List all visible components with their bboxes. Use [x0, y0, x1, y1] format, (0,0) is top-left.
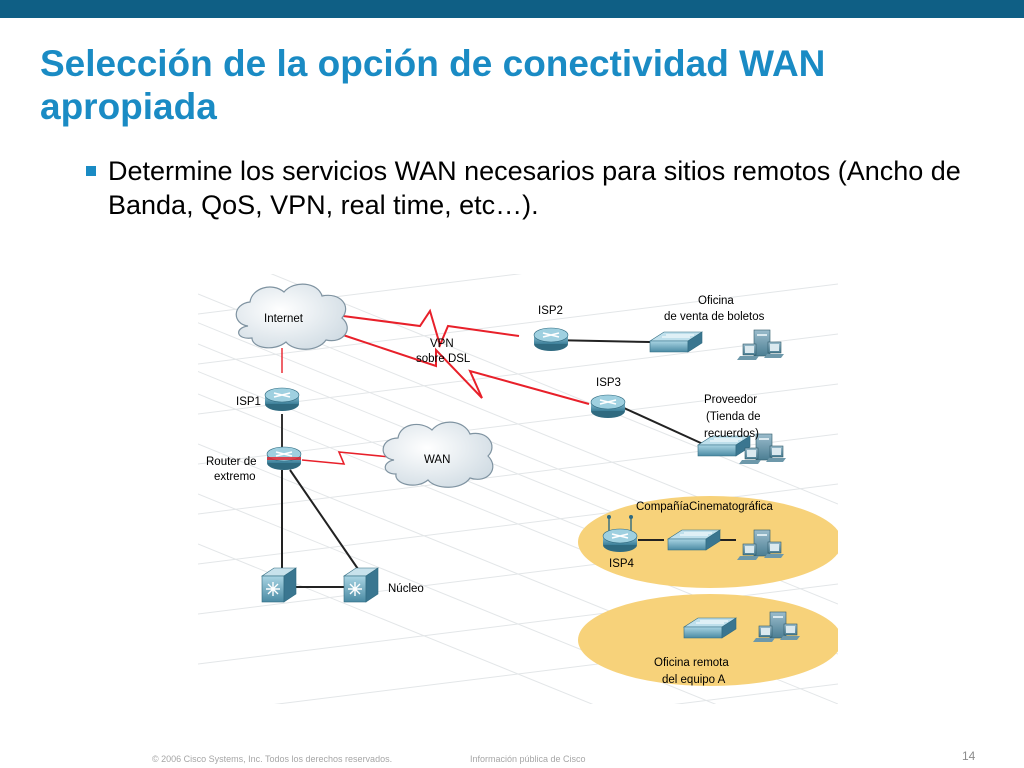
bullet-text: Determine los servicios WAN necesarios p…	[108, 156, 961, 220]
edge-router-icon	[266, 446, 302, 471]
remote-office-label-2: del equipo A	[662, 674, 726, 686]
isp4-router-icon	[602, 515, 638, 553]
ticket-office-switch-icon	[649, 331, 703, 353]
internet-label: Internet	[264, 313, 304, 325]
vpn-dsl-label: sobre DSL	[416, 353, 471, 365]
isp1-label: ISP1	[236, 396, 261, 408]
isp2-router-icon	[533, 327, 569, 352]
remote-office-highlight	[578, 594, 838, 686]
network-diagram: Internet WAN VPN sobre DSL ISP1 Router d…	[198, 274, 838, 704]
supplier-label-2: (Tienda de	[706, 411, 761, 423]
link-internet-isp2	[342, 308, 520, 348]
network-links	[281, 308, 736, 588]
edge-router-label: Router de	[206, 456, 257, 468]
core-label: Núcleo	[388, 583, 424, 595]
core-switch-right-icon	[343, 567, 379, 603]
isp3-label: ISP3	[596, 377, 621, 389]
isp2-label: ISP2	[538, 305, 563, 317]
footer-info: Información pública de Cisco	[470, 754, 586, 764]
internet-cloud-icon	[235, 283, 348, 350]
ticket-office-pc-icon	[736, 329, 785, 361]
isp3-router-icon	[590, 394, 626, 419]
link-internet-isp3	[339, 333, 590, 405]
wan-cloud-icon	[382, 421, 494, 488]
slide-title: Selección de la opción de conectividad W…	[40, 43, 826, 127]
bullet-square-icon	[86, 166, 96, 176]
isp1-router-icon	[264, 387, 300, 412]
link-edge-core-right	[289, 469, 359, 570]
core-switch-left-icon	[261, 567, 297, 603]
vpn-label: VPN	[430, 338, 454, 350]
film-company-label: CompañíaCinematográfica	[636, 501, 773, 513]
link-isp3-supplier	[623, 407, 704, 445]
wan-label: WAN	[424, 454, 450, 466]
page-number: 14	[962, 749, 976, 763]
top-banner	[0, 0, 1024, 18]
supplier-label: Proveedor	[704, 394, 757, 406]
ticket-office-label-2: de venta de boletos	[664, 311, 765, 323]
footer-copyright: © 2006 Cisco Systems, Inc. Todos los der…	[152, 754, 393, 764]
remote-office-label: Oficina remota	[654, 657, 729, 669]
ticket-office-label: Oficina	[698, 295, 734, 307]
link-edge-wan	[301, 451, 391, 465]
isp4-label: ISP4	[609, 558, 635, 570]
supplier-label-3: recuerdos)	[704, 428, 759, 440]
edge-router-label-2: extremo	[214, 471, 256, 483]
